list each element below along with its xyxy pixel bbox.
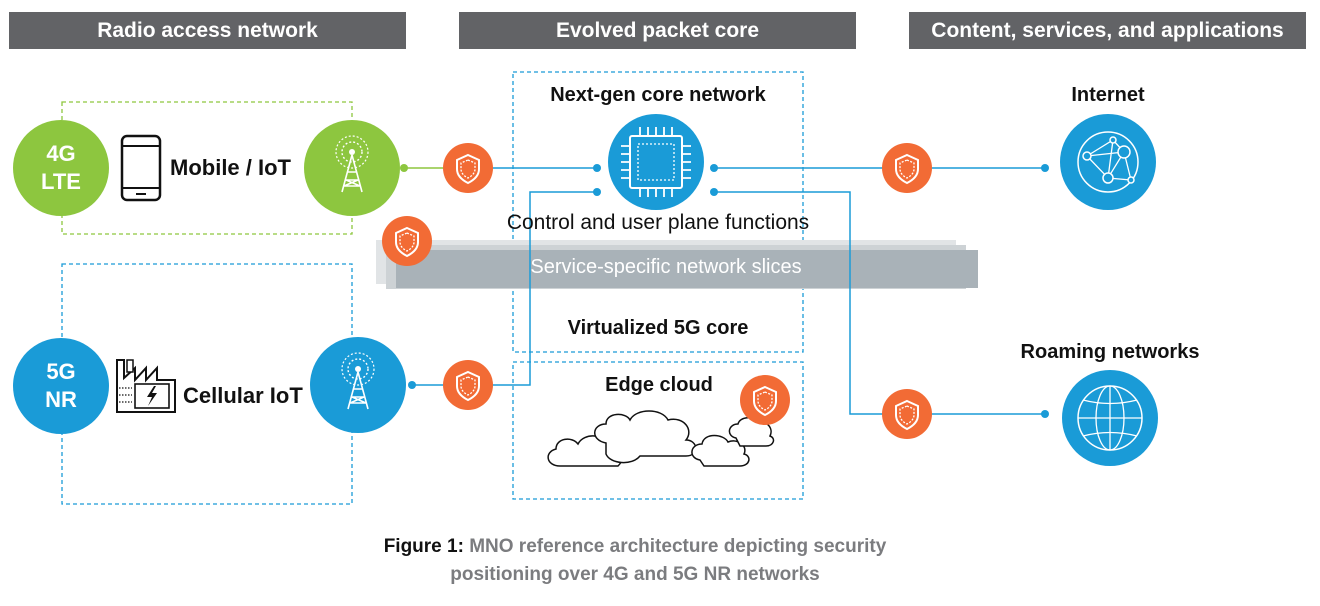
header-evolved-packet-core: Evolved packet core (459, 12, 856, 49)
lte-badge-line2: LTE (41, 169, 81, 194)
lte-badge: 4G LTE (13, 120, 109, 216)
header-content-services: Content, services, and applications (909, 12, 1306, 49)
nr-badge-line1: 5G (46, 359, 76, 384)
security-shield-icon (881, 142, 933, 194)
connector-dot (710, 188, 718, 196)
caption-line1: MNO reference architecture depicting sec… (469, 536, 887, 557)
network-slices-label: Service-specific network slices (530, 256, 802, 278)
edge-cloud-icon (547, 410, 775, 467)
caption-figure-number: Figure 1: (383, 536, 464, 557)
nr-badge: 5G NR (13, 338, 109, 434)
connector-dot (593, 188, 601, 196)
next-gen-core-label: Next-gen core network (550, 84, 766, 106)
connector-dot (1041, 164, 1049, 172)
internet-label: Internet (1071, 84, 1145, 106)
security-shield-icon (442, 359, 494, 411)
factory-icon (116, 359, 176, 413)
header-radio-access-network: Radio access network (9, 12, 406, 49)
figure-caption: Figure 1: MNO reference architecture dep… (0, 536, 1270, 558)
internet-network-icon (1060, 114, 1156, 210)
lte-badge-line1: 4G (46, 141, 76, 166)
connector-dot (400, 164, 408, 172)
caption-line2: positioning over 4G and 5G NR networks (450, 564, 820, 585)
security-shield-icon (442, 142, 494, 194)
core-group-box (512, 71, 804, 353)
connector-dot (593, 164, 601, 172)
mobile-phone-icon (120, 134, 162, 202)
edge-cloud-label: Edge cloud (605, 374, 713, 396)
lte-badge-circle (13, 120, 109, 216)
nr-tower-icon (310, 337, 406, 433)
lte-tower-icon (304, 120, 400, 216)
cellular-iot-label: Cellular IoT (183, 383, 303, 408)
control-user-plane-label: Control and user plane functions (506, 211, 810, 234)
nr-badge-line2: NR (45, 387, 77, 412)
nr-to-core-line (492, 191, 597, 386)
edge-group-box (512, 361, 804, 500)
nr-badge-circle (13, 338, 109, 434)
cpu-chip-icon (608, 114, 704, 210)
security-shield-icon (381, 215, 433, 267)
connector-dot (1041, 410, 1049, 418)
mobile-iot-label: Mobile / IoT (170, 155, 291, 180)
security-shield-icon (739, 374, 791, 426)
roaming-networks-label: Roaming networks (1020, 341, 1200, 363)
security-shield-icon (881, 388, 933, 440)
slice-layer-front (396, 250, 978, 288)
connector-dot (408, 381, 416, 389)
connector-dot (710, 164, 718, 172)
roaming-globe-icon (1062, 370, 1158, 466)
virtualized-core-label: Virtualized 5G core (567, 317, 749, 339)
core-to-roaming-line (714, 191, 1045, 415)
